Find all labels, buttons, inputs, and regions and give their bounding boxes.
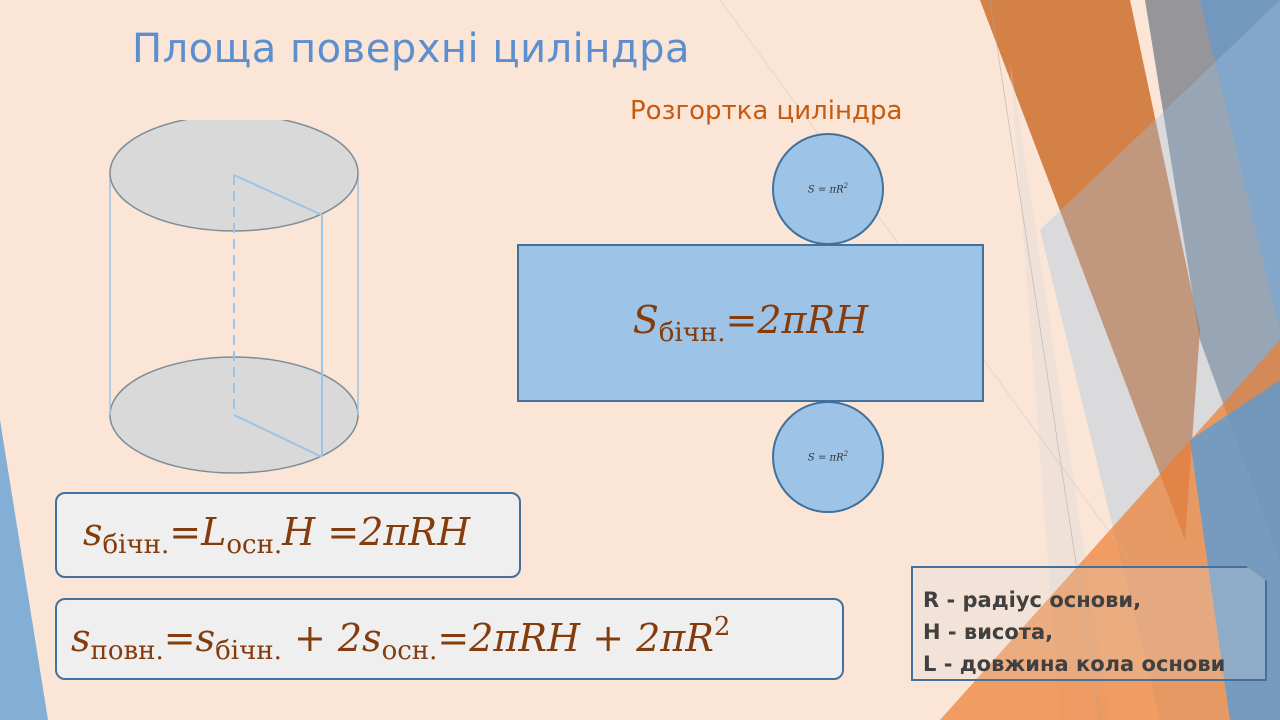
lateral-surface-formula: sбічн.=Lосн.H =2πRH xyxy=(83,510,471,560)
cylinder-diagram xyxy=(109,120,359,474)
total-surface-formula: sповн.=sбічн. + 2sосн.=2πRH + 2πR2 xyxy=(71,612,731,666)
circle-formula: S = πR2 xyxy=(807,450,849,464)
net-top-circle: S = πR2 xyxy=(772,133,884,245)
variables-legend: R - радіус основи, H - висота, L - довжи… xyxy=(911,566,1267,681)
lateral-surface-formula-box: sбічн.=Lосн.H =2πRH xyxy=(55,492,521,578)
total-surface-formula-box: sповн.=sбічн. + 2sосн.=2πRH + 2πR2 xyxy=(55,598,844,680)
section-bottom-edge xyxy=(233,414,323,458)
net-lateral-rectangle: Sбічн.=2πRH xyxy=(517,244,984,402)
legend-circumference: L - довжина кола основи xyxy=(923,652,1226,676)
net-title: Розгортка циліндра xyxy=(630,96,903,126)
legend-radius: R - радіус основи, xyxy=(923,588,1142,612)
slide-title: Площа поверхні циліндра xyxy=(132,26,690,72)
legend-height: H - висота, xyxy=(923,620,1054,644)
circle-formula: S = πR2 xyxy=(807,182,849,196)
lateral-area-formula: Sбічн.=2πRH xyxy=(632,298,869,348)
net-bottom-circle: S = πR2 xyxy=(772,401,884,513)
section-top-edge xyxy=(233,174,323,216)
